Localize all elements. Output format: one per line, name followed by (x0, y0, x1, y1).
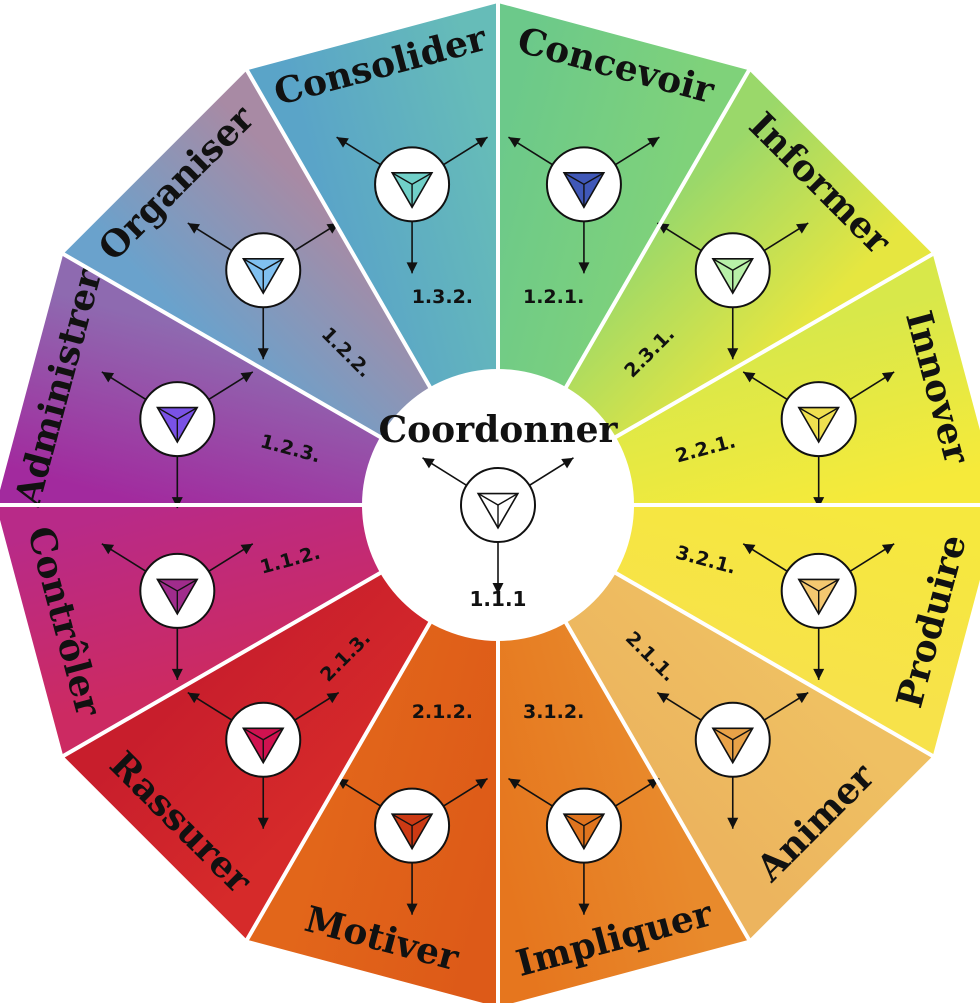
role-symbol-icon (101, 371, 254, 509)
center-name: Coordonner (378, 409, 618, 451)
segment-wedge (247, 505, 498, 1003)
role-symbol-icon (656, 222, 809, 360)
role-symbol-icon (101, 543, 254, 680)
segment-wedge (0, 505, 498, 756)
segment-wedge (247, 3, 498, 505)
segment-wedge (498, 505, 749, 1003)
segment-code: 1.3.2. (412, 286, 473, 308)
segment-code: 1.2.1. (523, 286, 584, 308)
role-symbol-icon (742, 543, 895, 680)
segment-code: 3.1.2. (523, 701, 584, 723)
role-symbol-icon (656, 691, 809, 829)
center-code: 1.1.1 (470, 587, 527, 611)
role-symbol-icon (508, 136, 660, 274)
role-symbol-icon (187, 691, 340, 829)
segment-wedge (0, 254, 498, 505)
center-role-symbol (422, 457, 574, 594)
role-symbol-icon (508, 777, 660, 915)
role-symbol-icon (742, 371, 895, 509)
center-hub: Coordonner 1.1.1 (362, 369, 634, 641)
segment-code: 2.1.2. (412, 701, 473, 723)
role-symbol-icon (336, 136, 488, 274)
center-symbol-icon (422, 457, 574, 594)
role-symbol-icon (187, 222, 340, 360)
segment-wedge (498, 3, 749, 505)
role-symbol-icon (336, 777, 488, 915)
